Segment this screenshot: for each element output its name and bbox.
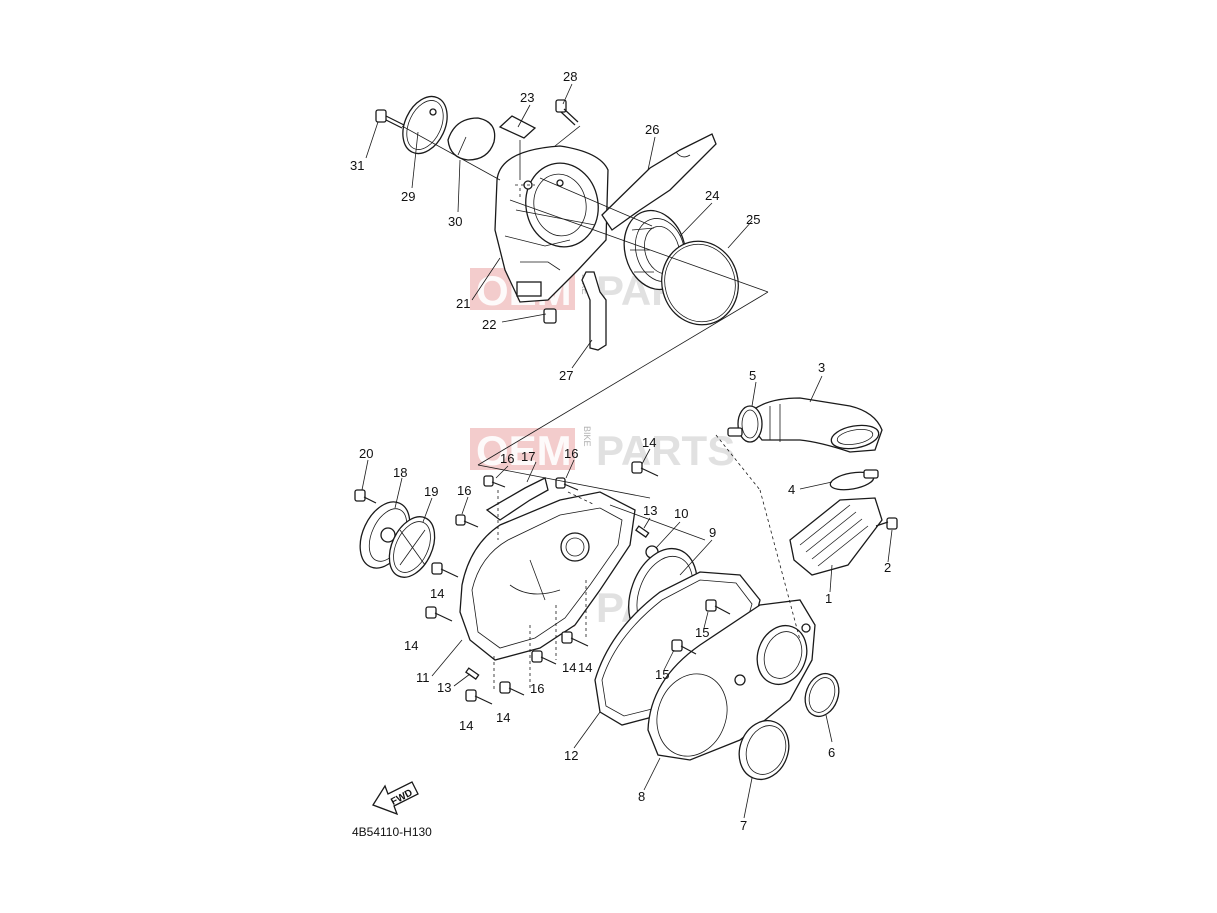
callout-3: 3: [818, 360, 825, 375]
part-5-clamp: [727, 405, 763, 443]
callout-labels: 1 2 3 4 5 6 7 8 9 10 11 12 13 13 14 14 1…: [350, 69, 891, 833]
callout-2: 2: [884, 560, 891, 575]
bolt-14-c: [425, 606, 453, 622]
callout-8: 8: [638, 789, 645, 804]
callout-14-a: 14: [642, 435, 656, 450]
part-7-plug: [738, 719, 790, 781]
bolt-15-b: [671, 639, 697, 655]
callout-25: 25: [746, 212, 760, 227]
part-20-bolt: [354, 489, 377, 504]
part-3-air-duct: [744, 397, 883, 453]
callout-30: 30: [448, 214, 462, 229]
part-22-nut: [543, 308, 557, 324]
part-1-filter: [789, 497, 883, 576]
part-2-screw: [875, 517, 898, 530]
part-29-plate: [402, 95, 448, 155]
callout-5: 5: [749, 368, 756, 383]
callout-27: 27: [559, 368, 573, 383]
callout-15-b: 15: [655, 667, 669, 682]
callout-4: 4: [788, 482, 795, 497]
callout-6: 6: [828, 745, 835, 760]
fwd-arrow-icon: FWD: [372, 781, 419, 816]
callout-9: 9: [709, 525, 716, 540]
bolt-14-b: [431, 562, 459, 578]
outer-guide-lines: [609, 434, 801, 641]
callout-16-b: 16: [564, 446, 578, 461]
bolts-15: [671, 599, 731, 655]
part-11-crankcase-cover: [459, 491, 636, 661]
part-6-oring: [804, 672, 840, 718]
part-27-guide: [581, 271, 607, 351]
bolts-cover: [425, 461, 659, 705]
watermark-middle: OEM BIKE PARTS: [470, 426, 735, 474]
callout-17: 17: [521, 449, 535, 464]
bolt-16-a: [483, 475, 506, 488]
callout-31: 31: [350, 158, 364, 173]
callout-28: 28: [563, 69, 577, 84]
svg-text:OEM: OEM: [476, 427, 572, 474]
callout-14-d: 14: [562, 660, 576, 675]
dowel-13-b: [465, 667, 480, 680]
callout-16-c: 16: [457, 483, 471, 498]
callout-16-d: 16: [530, 681, 544, 696]
callout-10: 10: [674, 506, 688, 521]
bolt-15-a: [705, 599, 731, 615]
svg-text:PARTS: PARTS: [596, 427, 735, 474]
cover-guide-lines: [477, 464, 651, 690]
callout-15-a: 15: [695, 625, 709, 640]
callout-26: 26: [645, 122, 659, 137]
callout-14-b: 14: [430, 586, 444, 601]
part-26-seal-strip: [601, 133, 717, 231]
callout-13-b: 13: [437, 680, 451, 695]
callout-14-e: 14: [496, 710, 510, 725]
callout-11: 11: [416, 670, 430, 685]
part-4-clamp: [829, 469, 879, 491]
callout-23: 23: [520, 90, 534, 105]
bolt-16-d: [531, 650, 557, 665]
svg-text:FWD: FWD: [389, 787, 414, 807]
callout-24: 24: [705, 188, 719, 203]
callout-13-a: 13: [643, 503, 657, 518]
callout-22: 22: [482, 317, 496, 332]
part-25-oring: [661, 240, 739, 326]
bolt-16-c: [455, 514, 479, 528]
callout-19: 19: [424, 484, 438, 499]
bolt-14-a: [631, 461, 659, 477]
callout-18: 18: [393, 465, 407, 480]
callout-16-a: 16: [500, 451, 514, 466]
part-8-outer-cover: [647, 599, 816, 761]
callout-7: 7: [740, 818, 747, 833]
part-17-bracket: [485, 477, 549, 521]
callout-14-g: 14: [578, 660, 592, 675]
upper-guide-lines: [401, 125, 769, 466]
callout-29: 29: [401, 189, 415, 204]
callout-21: 21: [456, 296, 470, 311]
bolt-14-d: [561, 631, 589, 647]
part-28-bolt: [555, 99, 579, 126]
diagram-code: 4B54110-H130: [352, 825, 432, 839]
part-30-damper: [447, 117, 496, 161]
svg-text:BIKE: BIKE: [582, 426, 592, 447]
callout-leaders: [361, 83, 893, 819]
part-31-screw: [375, 109, 405, 129]
part-23-clip: [498, 115, 537, 139]
callout-14-c: 14: [404, 638, 418, 653]
callout-20: 20: [359, 446, 373, 461]
bolt-14-f: [465, 689, 493, 705]
callout-14-f: 14: [459, 718, 473, 733]
part-19-gasket: [388, 516, 436, 578]
dowel-13-a: [635, 525, 650, 538]
bolt-14-e: [499, 681, 525, 696]
callout-1: 1: [825, 591, 832, 606]
bolt-16-b: [555, 477, 579, 491]
callout-12: 12: [564, 748, 578, 763]
